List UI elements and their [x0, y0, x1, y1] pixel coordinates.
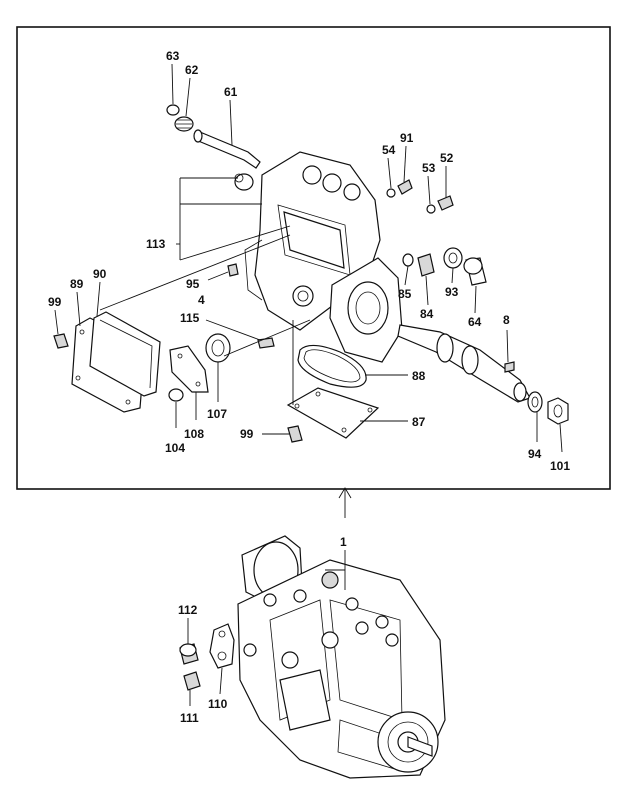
bolt-111: [183, 671, 201, 691]
label-99-lower: 99: [240, 427, 254, 441]
bolt-64: [463, 257, 487, 286]
camshaft: [397, 324, 531, 403]
bracket-110: [209, 623, 235, 669]
oring-53: [426, 204, 436, 214]
label-93: 93: [445, 285, 459, 299]
part-labels: 63 62 61 54 91 53 52 113 95 4 115 85 84 …: [48, 49, 570, 725]
oring-107: [205, 333, 231, 363]
label-94: 94: [528, 447, 542, 461]
assembly-leaders: [187, 550, 346, 706]
valve-84: [417, 253, 435, 277]
label-101: 101: [550, 459, 570, 473]
bolt-112: [179, 643, 199, 665]
key-8: [504, 361, 515, 373]
label-115: 115: [180, 311, 200, 325]
label-108: 108: [184, 427, 204, 441]
gasket-88: [297, 344, 367, 388]
label-63: 63: [166, 49, 180, 63]
label-4: 4: [198, 293, 205, 307]
label-64: 64: [468, 315, 482, 329]
label-62: 62: [185, 63, 199, 77]
label-113: 113: [146, 237, 166, 251]
label-110: 110: [208, 697, 228, 711]
detail-frame: [16, 26, 611, 490]
nut-104: [168, 388, 184, 402]
screw-99-left: [53, 333, 69, 349]
label-1: 1: [340, 535, 347, 549]
screw-91: [397, 179, 413, 195]
washer-94: [527, 391, 543, 413]
label-99-left: 99: [48, 295, 62, 309]
label-85: 85: [398, 287, 412, 301]
spring-62: [174, 116, 194, 132]
gasket-90: [89, 311, 161, 397]
label-111: 111: [180, 711, 199, 725]
washer-93: [443, 247, 463, 269]
nut-101: [547, 397, 569, 425]
plug-113: [234, 173, 254, 191]
label-54: 54: [382, 143, 396, 157]
front-flange: [329, 257, 403, 363]
label-61: 61: [224, 85, 238, 99]
label-107: 107: [207, 407, 227, 421]
label-53: 53: [422, 161, 436, 175]
label-52: 52: [440, 151, 454, 165]
label-87: 87: [412, 415, 426, 429]
label-104: 104: [165, 441, 185, 455]
cover-108: [169, 345, 209, 393]
label-91: 91: [400, 131, 414, 145]
oring-85: [402, 253, 414, 267]
pointer-arrow: [338, 487, 352, 518]
screw-95: [227, 263, 239, 277]
label-90: 90: [93, 267, 107, 281]
label-95: 95: [186, 277, 200, 291]
leader-lines: [54, 63, 563, 453]
cover-87: [286, 387, 380, 439]
label-89: 89: [70, 277, 84, 291]
oring-63: [166, 104, 180, 116]
screw-52: [437, 195, 454, 211]
label-88: 88: [412, 369, 426, 383]
label-8: 8: [503, 313, 510, 327]
fitting-61: [193, 129, 261, 169]
screw-99-lower: [287, 425, 303, 443]
pump-assembly: [237, 535, 446, 779]
oring-54: [386, 188, 396, 198]
label-112: 112: [178, 603, 198, 617]
stud-115: [257, 337, 275, 349]
label-84: 84: [420, 307, 434, 321]
